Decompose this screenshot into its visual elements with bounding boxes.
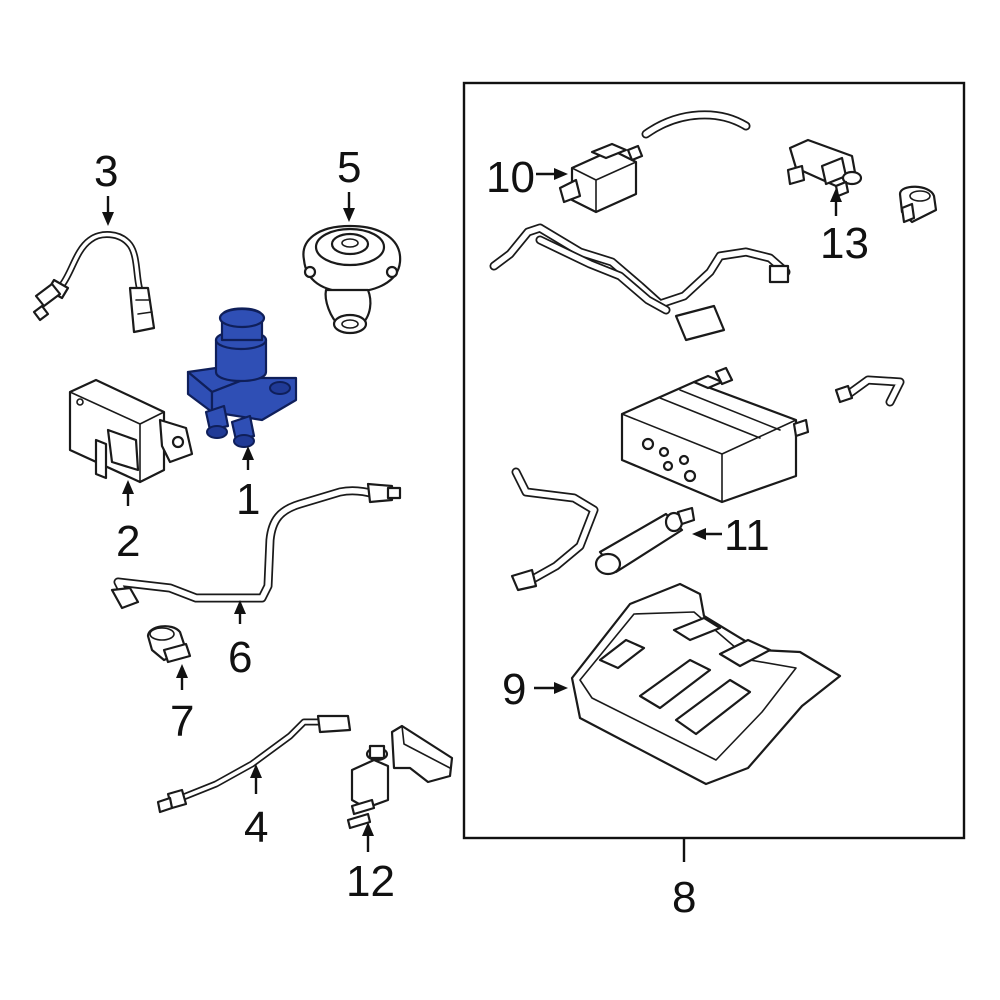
callout-12: 12 [346,857,395,906]
part-1-vacuum-solenoid[interactable] [186,307,298,448]
callout-5: 5 [337,143,361,192]
elbow-hose[interactable] [834,375,905,407]
callout-7: 7 [170,697,194,746]
callout-11: 11 [724,511,770,560]
callout-4: 4 [244,803,268,852]
part-4-oxygen-sensor[interactable] [156,714,352,814]
part-12-purge-solenoid[interactable] [346,724,454,830]
part-9-shield-plate[interactable] [570,582,842,786]
part-13-check-valve[interactable] [786,138,863,198]
part-5-egr-valve[interactable] [302,224,402,335]
vacuum-hose[interactable] [641,110,751,139]
part-6-egr-tube[interactable] [110,482,402,610]
callout-2: 2 [116,517,140,566]
part-11-filter[interactable] [594,506,696,576]
part-7-sensor[interactable] [146,625,192,664]
connector[interactable] [898,185,938,224]
callout-13: 13 [820,219,869,268]
callout-3: 3 [94,147,118,196]
callout-1: 1 [236,475,260,524]
vapor-lines[interactable] [489,223,791,342]
evap-canister[interactable] [620,366,810,504]
assembly-8-box [462,81,966,840]
callout-10: 10 [486,153,535,202]
callout-6: 6 [228,633,252,682]
part-10-valve[interactable] [558,142,644,214]
callout-8: 8 [672,873,696,922]
callout-9: 9 [502,665,526,714]
part-3-oxygen-sensor[interactable] [32,231,156,334]
part-2-pressure-sensor[interactable] [68,378,194,484]
vent-tube[interactable] [510,467,599,592]
